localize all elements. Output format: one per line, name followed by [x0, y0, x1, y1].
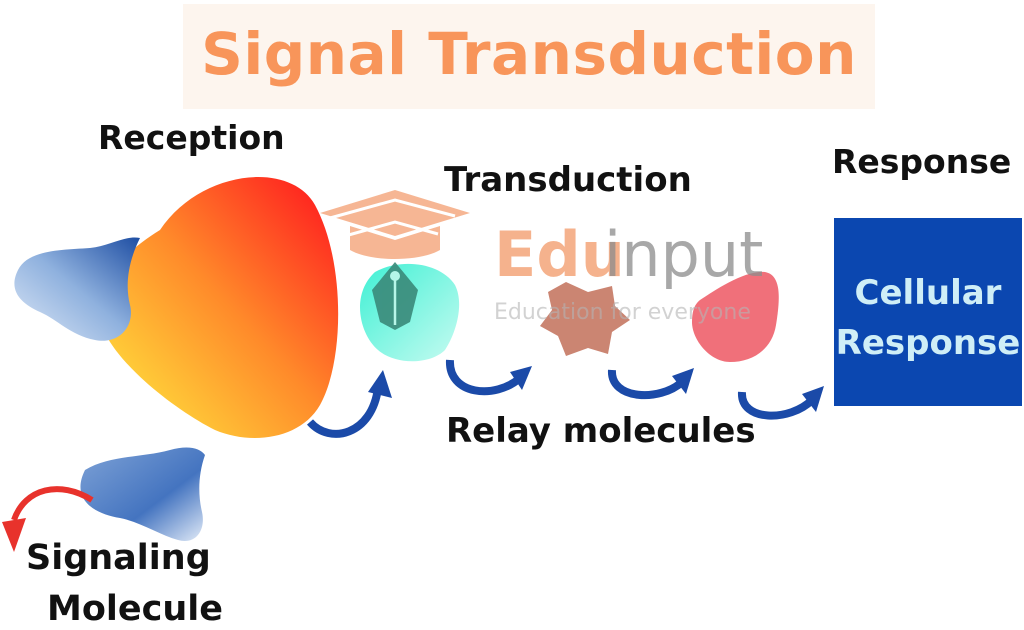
pen-nib-icon: [372, 262, 418, 330]
free-signaling-molecule: [80, 447, 205, 541]
label-reception: Reception: [98, 118, 285, 157]
flow-arrow-3: [608, 368, 694, 400]
flow-arrow-2: [446, 359, 532, 396]
title-background: [183, 4, 875, 109]
label-response: Response: [832, 142, 1012, 181]
graduation-cap-icon: [320, 190, 470, 259]
pink-relay-molecule: [692, 271, 779, 362]
label-molecule: Molecule: [47, 589, 224, 629]
brown-relay-molecule: [540, 282, 630, 356]
red-release-arrow: [11, 486, 94, 522]
cellular-response-text: Cellular Response: [834, 268, 1022, 368]
flow-arrow-1: [306, 370, 392, 438]
bound-signaling-molecule: [14, 237, 141, 341]
receptor-shape: [98, 177, 339, 438]
label-transduction: Transduction: [444, 160, 692, 200]
response-line-2: Response: [835, 323, 1021, 363]
response-line-1: Cellular: [854, 273, 1002, 313]
cellular-response-box: [834, 218, 1022, 406]
diagram-title: Signal Transduction: [201, 20, 857, 88]
watermark-tagline: Education for everyone: [494, 300, 751, 325]
label-relay-molecules: Relay molecules: [446, 411, 756, 451]
watermark-brand-edu: Edu: [494, 218, 625, 291]
watermark-brand-input: input: [604, 218, 764, 291]
label-signaling: Signaling: [26, 538, 211, 578]
flow-arrow-4: [738, 386, 824, 420]
red-arrow-head: [2, 518, 26, 552]
